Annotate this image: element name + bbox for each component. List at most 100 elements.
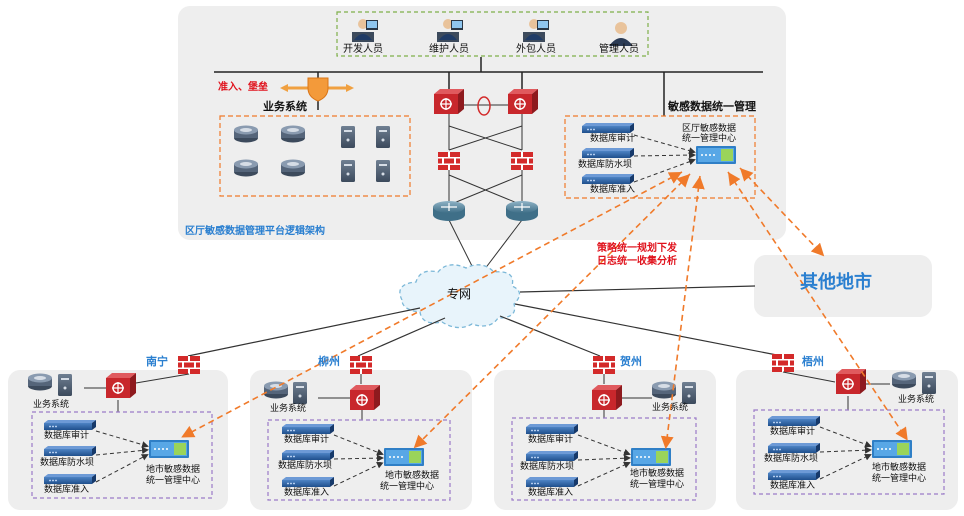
- db-access-device-icon: [526, 477, 578, 487]
- firewall-icon: [438, 152, 460, 170]
- developer-label: 开发人员: [343, 44, 383, 55]
- server-icon: [922, 372, 936, 394]
- city-biz-label: 业务系统: [652, 403, 689, 413]
- city-biz-label: 业务系统: [270, 404, 307, 414]
- city-center-icon: [872, 440, 912, 458]
- db-firewall-label: 数据库防水坝: [578, 160, 633, 170]
- server-icon: [376, 160, 390, 182]
- database-icon: [281, 159, 305, 177]
- maintainer-icon: [437, 19, 463, 42]
- region-caption: 区厅敏感数据管理平台逻辑架构: [185, 226, 325, 237]
- city-db-firewall-label: 数据库防水坝: [764, 454, 819, 464]
- city-switch-icon: [591, 384, 623, 411]
- db-firewall-device-icon: [768, 443, 820, 453]
- people-group-box: [336, 11, 649, 57]
- db-audit-label: 数据库审计: [590, 134, 636, 144]
- database-icon: [281, 125, 305, 143]
- log-label: 日志统一收集分析: [597, 256, 677, 267]
- city-biz-label: 业务系统: [898, 395, 935, 405]
- city-db-audit-label: 数据库审计: [528, 435, 574, 445]
- firewall-icon: [772, 354, 794, 372]
- regional-center-label-1: 区厅敏感数据: [682, 124, 737, 134]
- server-icon: [341, 126, 355, 148]
- other-city-label: 其他地市: [800, 272, 872, 293]
- database-icon: [234, 125, 258, 143]
- city-db-firewall-label: 数据库防水坝: [278, 461, 333, 471]
- city-center-label-1: 地市敏感数据: [630, 469, 685, 479]
- db-firewall-device-icon: [526, 451, 578, 461]
- manager-label: 管理人员: [599, 44, 639, 55]
- maintainer-label: 维护人员: [429, 44, 469, 55]
- city-name-nanning: 南宁: [146, 355, 168, 368]
- city-switch-icon: [349, 384, 381, 411]
- mgmt-title-label: 敏感数据统一管理: [668, 100, 756, 113]
- city-name-wuzhou: 梧州: [802, 355, 824, 368]
- database-icon: [264, 381, 288, 399]
- db-audit-device-icon: [582, 123, 634, 133]
- db-audit-device-icon: [526, 424, 578, 434]
- bastion-shield-icon: [280, 77, 354, 102]
- server-icon: [293, 382, 307, 404]
- city-center-label-2: 统一管理中心: [380, 482, 435, 492]
- city-center-label-2: 统一管理中心: [630, 480, 685, 490]
- core-switch-icon: [507, 88, 539, 115]
- city-db-audit-label: 数据库审计: [770, 427, 816, 437]
- biz-system-label: 业务系统: [263, 100, 307, 113]
- city-db-access-label: 数据库准入: [770, 481, 816, 491]
- city-center-label-1: 地市敏感数据: [146, 465, 201, 475]
- regional-center-label-2: 统一管理中心: [682, 134, 737, 144]
- policy-log-arrows: [181, 167, 908, 450]
- db-firewall-device-icon: [282, 450, 334, 460]
- db-audit-device-icon: [768, 416, 820, 426]
- firewall-icon: [511, 152, 533, 170]
- private-network-label: 专网: [447, 287, 472, 301]
- city-db-access-label: 数据库准入: [284, 488, 330, 498]
- manager-icon: [609, 22, 633, 46]
- city-db-access-label: 数据库准入: [528, 488, 574, 498]
- db-access-device-icon: [282, 477, 334, 487]
- outsourcer-label: 外包人员: [516, 44, 556, 55]
- regional-center-icon: [696, 146, 736, 164]
- city-db-access-label: 数据库准入: [44, 485, 90, 495]
- city-center-label-1: 地市敏感数据: [385, 471, 440, 481]
- city-center-icon: [631, 448, 671, 466]
- outsourcer-icon: [523, 19, 549, 42]
- firewall-icon: [178, 356, 200, 374]
- firewall-icon: [593, 356, 615, 374]
- db-firewall-device-icon: [44, 446, 96, 456]
- database-icon: [892, 371, 916, 389]
- db-access-label: 数据库准入: [590, 185, 636, 195]
- city-switch-icon: [105, 372, 137, 399]
- firewall-icon: [350, 356, 372, 374]
- city-center-icon: [384, 448, 424, 466]
- db-firewall-device-icon: [582, 148, 634, 158]
- server-icon: [58, 374, 72, 396]
- router-icon: [432, 200, 466, 222]
- city-db-audit-label: 数据库审计: [284, 435, 330, 445]
- city-db-firewall-label: 数据库防水坝: [520, 462, 575, 472]
- city-name-hezhou: 贺州: [620, 355, 642, 368]
- city-name-liuzhou: 柳州: [318, 355, 340, 368]
- server-icon: [682, 382, 696, 404]
- core-mesh-lines: [448, 104, 523, 279]
- strategy-label: 策略统一规划下发: [597, 243, 677, 254]
- server-icon: [341, 160, 355, 182]
- access-bastion-label: 准入、堡垒: [218, 82, 268, 93]
- developer-icon: [352, 19, 378, 42]
- router-icon: [505, 200, 539, 222]
- city-biz-label: 业务系统: [33, 400, 70, 410]
- city-center-label-1: 地市敏感数据: [872, 463, 927, 473]
- ha-link-icon: [477, 96, 491, 116]
- core-switch-icon: [433, 88, 465, 115]
- db-access-device-icon: [768, 470, 820, 480]
- city-db-firewall-label: 数据库防水坝: [40, 458, 95, 468]
- db-access-device-icon: [44, 474, 96, 484]
- db-audit-device-icon: [44, 420, 96, 430]
- database-icon: [28, 373, 52, 391]
- city-center-label-2: 统一管理中心: [146, 476, 201, 486]
- city-db-audit-label: 数据库审计: [44, 431, 90, 441]
- database-icon: [234, 159, 258, 177]
- db-access-device-icon: [582, 174, 634, 184]
